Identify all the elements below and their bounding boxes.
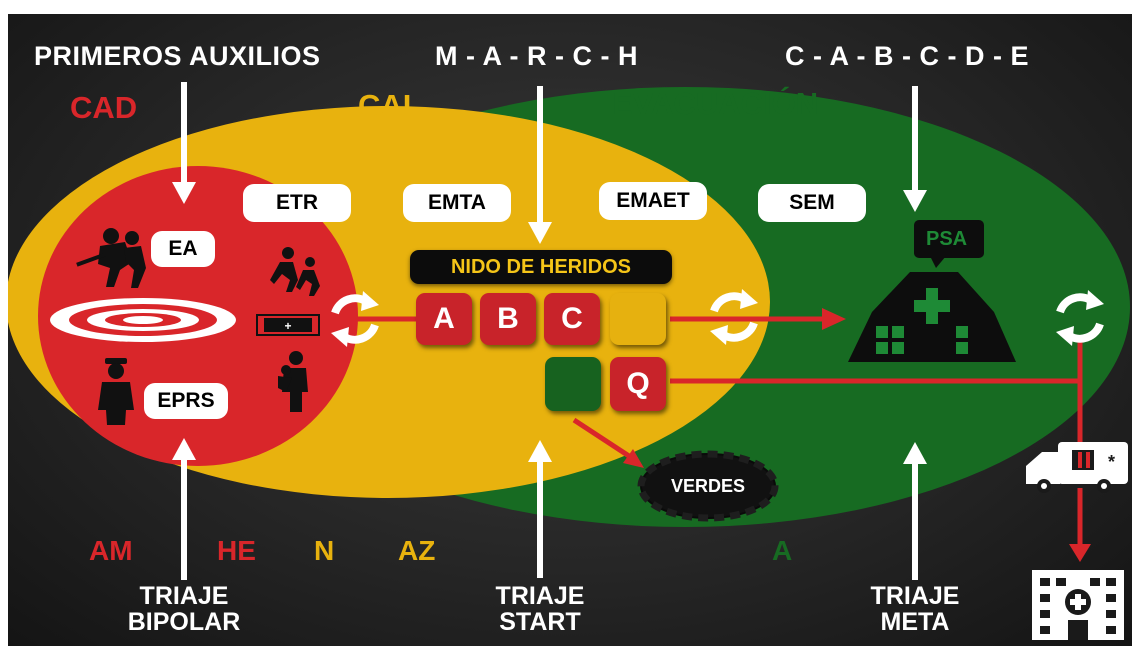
triage-box-yellow [610, 293, 666, 345]
rotation-icon [331, 291, 379, 347]
level-az: AZ [398, 535, 436, 566]
triage-box-green [545, 357, 601, 411]
triage-box-a: A [416, 293, 472, 345]
police-icon [98, 358, 134, 425]
verdes-label: VERDES [670, 475, 746, 496]
rotation-icon [1056, 290, 1104, 346]
fleeing-people-icon [270, 247, 320, 296]
carry-icon [278, 351, 308, 412]
triaje-bipolar-line2: BIPOLAR [127, 607, 241, 636]
triaje-bipolar-line1: TRIAJE [139, 582, 229, 610]
sem-pill: SEM [758, 184, 866, 222]
psa-tent-icon [848, 220, 1016, 362]
cabcde-label: C - A - B - C - D - E [785, 41, 1029, 71]
nido-de-heridos-title: NIDO DE HERIDOS [410, 250, 672, 284]
cai-label: CAI [358, 88, 412, 123]
soldiers-icon [76, 228, 146, 288]
rotation-icon [710, 289, 758, 345]
up-arrows [172, 438, 927, 580]
triaje-start-line2: START [499, 607, 581, 636]
level-am: AM [89, 535, 133, 566]
primeros-auxilios-label: PRIMEROS AUXILIOS [34, 41, 321, 71]
triaje-meta-label: TRIAJE META [845, 582, 985, 636]
hospital-icon [1032, 570, 1124, 640]
top-border [0, 0, 1132, 14]
triaje-bipolar-label: TRIAJE BIPOLAR [114, 582, 254, 636]
triage-box-q: Q [610, 357, 666, 411]
level-he: HE [217, 535, 256, 566]
triaje-meta-line2: META [880, 607, 950, 636]
flow-lines [350, 316, 1083, 544]
triaje-start-line1: TRIAJE [495, 582, 585, 610]
svg-text:*: * [1108, 452, 1115, 472]
svg-text:+: + [284, 319, 291, 333]
target-icon [50, 298, 236, 342]
flow-arrowheads [623, 308, 1091, 562]
level-n: N [314, 535, 335, 566]
level-a: A [772, 535, 793, 566]
evacuacion-label: EVACUACIÓN [612, 86, 819, 121]
ambulance-icon: * [1026, 442, 1128, 493]
emta-pill: EMTA [403, 184, 511, 222]
left-border [0, 0, 8, 646]
triaje-meta-line1: TRIAJE [870, 582, 960, 610]
triage-box-b: B [480, 293, 536, 345]
march-label: M - A - R - C - H [435, 41, 638, 71]
cad-label: CAD [70, 90, 138, 125]
triaje-start-label: TRIAJE START [470, 582, 610, 636]
ea-pill: EA [151, 231, 215, 267]
down-arrows [172, 82, 927, 244]
triage-box-c: C [544, 293, 600, 345]
stretcher-icon: + [256, 314, 320, 336]
emaet-pill: EMAET [599, 182, 707, 220]
eprs-pill: EPRS [144, 383, 228, 419]
etr-pill: ETR [243, 184, 351, 222]
psa-label: PSA [926, 228, 968, 250]
